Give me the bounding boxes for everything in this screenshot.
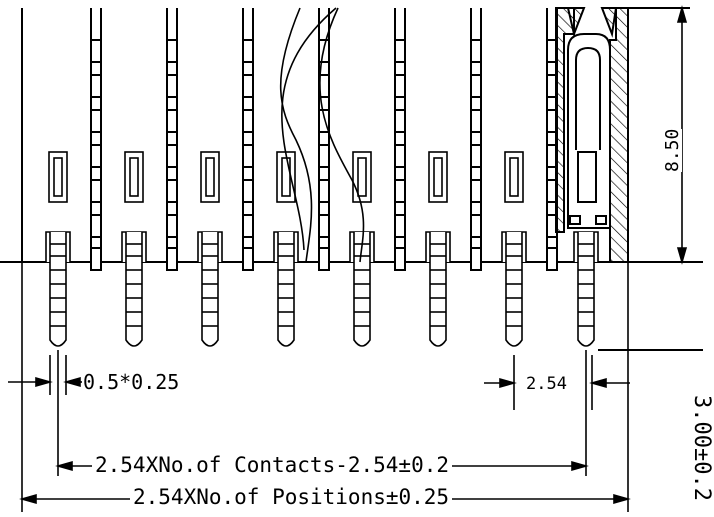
pin-leg-1 (125, 232, 143, 347)
divider-tab-2-4 (242, 179, 254, 203)
pin-window-inner-1 (129, 157, 139, 197)
divider-tab-2-2 (242, 109, 254, 133)
hatched-wall-right (609, 7, 629, 263)
divider-tab-1-2 (166, 109, 178, 133)
positions-arrow-right (613, 493, 631, 505)
divider-tab-0-0 (90, 39, 102, 63)
contact-window (577, 151, 597, 203)
pin-window-inner-5 (433, 157, 443, 197)
pin-window-inner-0 (53, 157, 63, 197)
break-lines (279, 7, 365, 263)
hatched-top-left (566, 7, 586, 38)
contact-tab-left (569, 215, 581, 225)
divider-tab-4-2 (394, 109, 406, 133)
divider-tab-3-6 (318, 247, 330, 271)
divider-tab-5-3 (470, 144, 482, 168)
pins (45, 151, 599, 347)
divider-tab-3-4 (318, 179, 330, 203)
pin-leg-5 (429, 232, 447, 347)
divider-tab-4-5 (394, 214, 406, 238)
pin-leg-2 (201, 232, 219, 347)
divider-tab-3-1 (318, 74, 330, 98)
break-curve-left-inner (279, 7, 313, 263)
divider-tab-5-0 (470, 39, 482, 63)
divider-tab-6-6 (546, 247, 558, 271)
contacts-arrow-left (55, 460, 73, 472)
divider-tab-0-6 (90, 247, 102, 271)
divider-tab-1-0 (166, 39, 178, 63)
positions-arrow-left (19, 493, 37, 505)
divider-tab-1-4 (166, 179, 178, 203)
pin-leg-4 (353, 232, 371, 347)
pin-window-inner-2 (205, 157, 215, 197)
pin-leg-6 (505, 232, 523, 347)
height-arrow-top (676, 5, 688, 23)
contact-tab-right (595, 215, 607, 225)
divider-tab-5-5 (470, 214, 482, 238)
divider-tab-4-0 (394, 39, 406, 63)
divider-tab-3-5 (318, 214, 330, 238)
divider-tab-5-2 (470, 109, 482, 133)
pitch-label: 2.54 (526, 374, 567, 394)
pitch-arrow-left (499, 377, 517, 389)
divider-tab-1-6 (166, 247, 178, 271)
divider-tab-2-6 (242, 247, 254, 271)
divider-tab-1-5 (166, 214, 178, 238)
pin-leg-0 (49, 232, 67, 347)
divider-tab-3-2 (318, 109, 330, 133)
divider-tab-1-1 (166, 74, 178, 98)
divider-tab-2-3 (242, 144, 254, 168)
divider-tab-4-6 (394, 247, 406, 271)
break-curve-left (281, 7, 337, 251)
divider-tab-5-4 (470, 179, 482, 203)
height-label: 8.50 (662, 128, 683, 172)
divider-tab-0-2 (90, 109, 102, 133)
break-curve-right (319, 7, 365, 263)
divider-tab-1-3 (166, 144, 178, 168)
pin-size-arrow-right (63, 376, 81, 388)
height-arrow-bottom (676, 247, 688, 265)
positions-span-label: 2.54XNo.of Positions±0.25 (130, 487, 453, 508)
contacts-span-label: 2.54XNo.of Contacts-2.54±0.2 (92, 455, 453, 476)
pin-window-inner-3 (281, 157, 291, 197)
divider-tab-0-3 (90, 144, 102, 168)
hatched-top-right (600, 7, 618, 38)
side-dimension-label: 3.00±0.2 (689, 395, 714, 501)
pin-leg-7 (577, 232, 595, 347)
pitch-arrow-right (589, 377, 607, 389)
contacts-arrow-right (571, 460, 589, 472)
divider-tab-5-6 (470, 247, 482, 271)
pin-window-inner-6 (509, 157, 519, 197)
pin-size-arrow-left (35, 376, 53, 388)
pin-window-inner-4 (357, 157, 367, 197)
divider-tab-4-3 (394, 144, 406, 168)
divider-tab-4-1 (394, 74, 406, 98)
cross-section-view (555, 7, 629, 263)
divider-tab-0-1 (90, 74, 102, 98)
divider-tab-2-0 (242, 39, 254, 63)
housing-sections (90, 8, 558, 271)
divider-tab-2-1 (242, 74, 254, 98)
divider-tab-5-1 (470, 74, 482, 98)
pin-leg-3 (277, 232, 295, 347)
divider-tab-4-4 (394, 179, 406, 203)
divider-tab-0-5 (90, 214, 102, 238)
contact-spring (575, 46, 601, 150)
pin-size-label: 0.5*0.25 (83, 370, 180, 394)
divider-tab-2-5 (242, 214, 254, 238)
divider-tab-0-4 (90, 179, 102, 203)
divider-tab-3-3 (318, 144, 330, 168)
